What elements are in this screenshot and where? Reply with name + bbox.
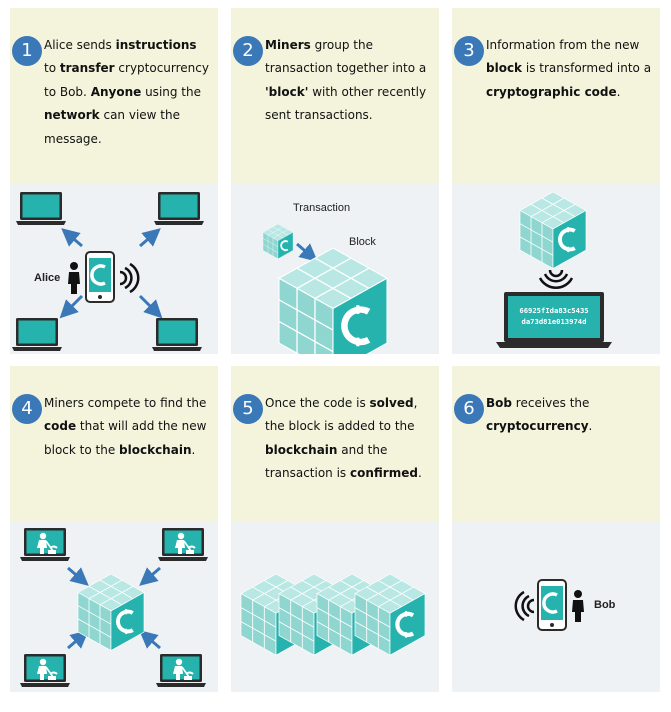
step-number-badge: 1 [12, 36, 42, 66]
text-segment: Miners [265, 38, 311, 52]
laptop-icon [154, 192, 204, 225]
miner-icon [20, 528, 70, 561]
text-segment: cryptocurrency to Bob. [44, 61, 209, 99]
signal-icon [119, 262, 140, 294]
block-cube-icon [279, 248, 387, 354]
text-segment: and the transaction is [265, 442, 388, 481]
person-icon [68, 262, 80, 294]
step-panel-5: 5 Once the code is solved, the block is … [231, 366, 439, 712]
step-panel-6: 6 Bob receives the cryptocurrency. Bob [452, 366, 660, 712]
text-segment: Miners compete to find the [44, 396, 207, 410]
block-label: Block [349, 236, 376, 248]
step-number-badge: 3 [454, 36, 484, 66]
text-segment: , the block is added to the [265, 396, 418, 434]
text-segment: receives the [511, 396, 590, 410]
step-description: Once the code is solved, the block is ad… [265, 392, 433, 486]
block-cube-icon [76, 572, 146, 653]
step-panel-1: 1 Alice sends instructions to transfer c… [10, 8, 218, 354]
text-segment: to [44, 61, 60, 76]
phone-icon [84, 250, 116, 304]
text-segment: cryptographic code [486, 84, 617, 99]
text-segment: Information from the new [486, 38, 640, 52]
signal-icon [538, 269, 574, 289]
text-segment: can view the message. [44, 108, 180, 146]
code-line-2: da73d81e013974d [522, 317, 587, 326]
step-number-badge: 4 [12, 394, 42, 424]
block-cube-icon [518, 190, 588, 271]
step-description: Information from the new block is transf… [486, 34, 654, 104]
step-illustration: Alice [12, 192, 204, 351]
step-number-badge: 2 [233, 36, 263, 66]
step-number-badge: 5 [233, 394, 263, 424]
text-segment: blockchain [119, 442, 192, 457]
laptop-icon: 66925fIda83c5435 da73d81e013974d [496, 292, 612, 348]
block-cube-icon [262, 223, 294, 260]
laptop-icon [16, 192, 66, 225]
text-segment: 'block' [265, 84, 309, 99]
text-segment: . [191, 442, 196, 457]
text-segment: . [417, 466, 422, 481]
text-segment: code [44, 419, 77, 434]
step-illustration: Bob [514, 578, 616, 632]
miner-icon [158, 528, 208, 561]
person-label: Bob [594, 599, 616, 611]
text-segment: blockchain [265, 442, 338, 457]
step-illustration [10, 522, 218, 692]
text-segment: block [486, 61, 523, 76]
text-segment: . [588, 419, 593, 434]
text-segment: group the transaction together into a [265, 38, 427, 76]
person-label: Alice [34, 272, 60, 284]
miner-icon [156, 654, 206, 687]
text-segment: transfer [59, 61, 115, 76]
arrow-icon [59, 228, 163, 319]
text-segment: with other recently sent transactions. [265, 84, 427, 123]
step-panel-2: 2 Miners group the transaction together … [231, 8, 439, 354]
text-segment: . [616, 84, 621, 99]
text-segment: Alice sends [44, 38, 116, 52]
step-panel-3: 3 Information from the new block is tran… [452, 8, 660, 354]
step-illustration: 66925fIda83c5435 da73d81e013974d [496, 190, 612, 348]
text-segment: that will add the new block to the [44, 419, 207, 457]
step-panel-4: 4 Miners compete to find the code that w… [10, 366, 218, 712]
signal-icon [514, 590, 535, 622]
text-segment: Bob [486, 396, 512, 410]
step-illustration: Transaction Block [262, 202, 439, 354]
text-segment: instructions [115, 38, 197, 52]
text-segment: solved [369, 396, 414, 410]
arrow-icon [296, 242, 318, 262]
text-segment: Once the code is [265, 396, 370, 410]
text-segment: cryptocurrency [486, 419, 589, 434]
code-line-1: 66925fIda83c5435 [519, 306, 588, 315]
text-segment: network [44, 108, 100, 123]
step-description: Bob receives the cryptocurrency. [486, 392, 654, 439]
step-illustration [231, 522, 439, 692]
step-description: Miners group the transaction together in… [265, 34, 433, 128]
laptop-icon [12, 318, 62, 351]
laptop-icon [152, 318, 202, 351]
step-description: Alice sends instructions to transfer cry… [44, 34, 212, 151]
phone-icon [536, 578, 568, 632]
arrow-icon [67, 566, 161, 650]
person-icon [572, 590, 584, 622]
miner-icon [20, 654, 70, 687]
text-segment: using the [141, 84, 202, 99]
text-segment: is transformed into a [522, 61, 652, 76]
step-number-badge: 6 [454, 394, 484, 424]
transaction-label: Transaction [293, 202, 350, 214]
step-description: Miners compete to find the code that wil… [44, 392, 212, 462]
text-segment: Anyone [90, 84, 142, 99]
text-segment: confirmed [350, 466, 418, 481]
